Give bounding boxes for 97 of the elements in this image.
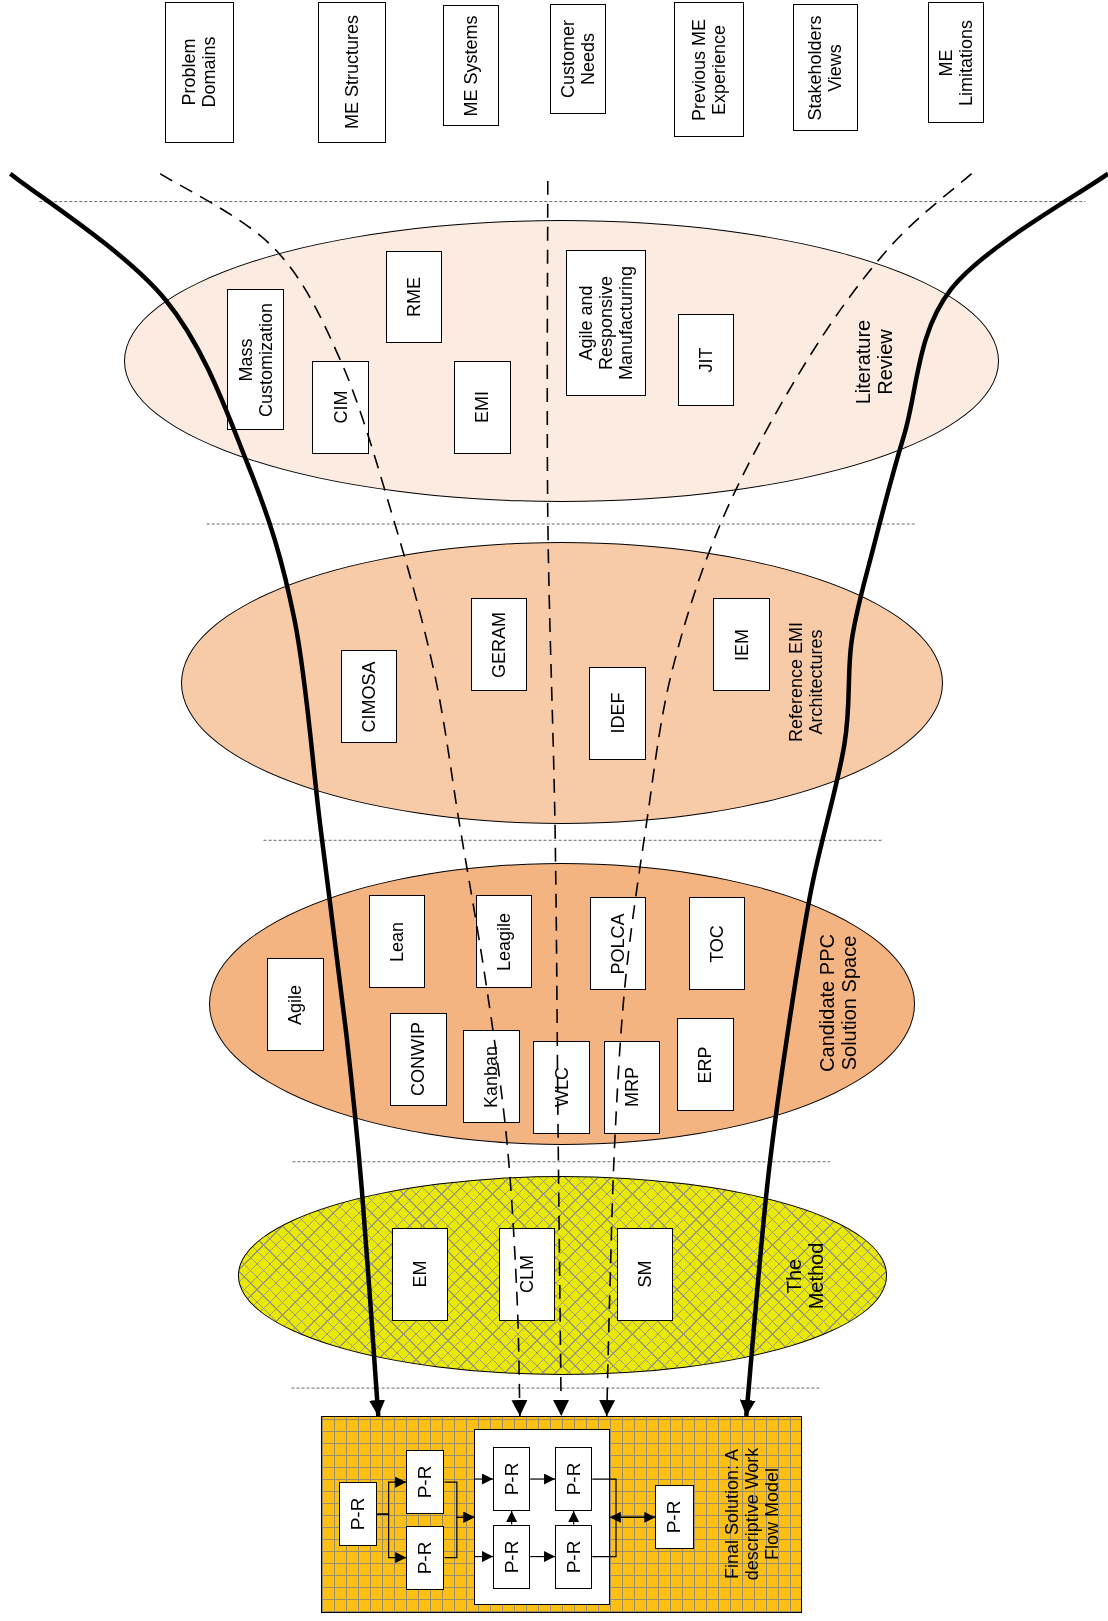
concept-box [677, 1018, 734, 1112]
concept-box [266, 958, 324, 1052]
concept-label: POLCA [608, 913, 629, 975]
concept-label: Agile and Responsive Manufacturing [575, 264, 637, 382]
arrow [8, 171, 386, 1417]
process-box [655, 1485, 694, 1550]
concept-label: GERAM [489, 611, 510, 678]
concept-box [463, 1030, 520, 1124]
concept-label: WLC [551, 1067, 572, 1108]
stage-label: The Method [782, 1242, 828, 1312]
concept-box [165, 2, 234, 143]
concept-label: Agile [285, 984, 306, 1025]
arrow [473, 1551, 494, 1563]
arrow [159, 172, 528, 1417]
process-box [555, 1447, 593, 1512]
concept-label: EM [409, 1260, 430, 1288]
concept-box [549, 4, 606, 114]
concept-box [499, 1227, 555, 1321]
process-label: P-R [414, 1541, 436, 1574]
process-label: P-R [563, 1462, 585, 1496]
concept-box [443, 5, 500, 127]
concept-label: Leagile [494, 912, 515, 971]
concept-box [369, 895, 425, 989]
concept-label: CLM [517, 1255, 538, 1294]
concept-box [617, 1227, 673, 1321]
process-box [406, 1450, 445, 1515]
concept-label: TOC [707, 924, 728, 963]
concept-label: Problem Domains [179, 35, 220, 110]
concept-label: EMI [472, 391, 493, 424]
concept-label: IDEF [607, 692, 628, 734]
stage-label: Literature Review [852, 318, 897, 406]
concept-box [590, 897, 646, 991]
concept-label: RME [403, 277, 424, 318]
concept-box [227, 289, 285, 430]
process-box [493, 1447, 531, 1512]
concept-box [312, 360, 369, 454]
concept-box [385, 251, 443, 344]
process-box [555, 1524, 593, 1589]
arrow [739, 171, 1108, 1417]
arrow [529, 1473, 556, 1485]
concept-box [689, 897, 746, 991]
process-box [339, 1482, 378, 1547]
process-label: P-R [663, 1500, 685, 1534]
concept-box [673, 2, 745, 138]
concept-box [389, 1012, 447, 1106]
arrow [443, 1511, 475, 1559]
process-label: P-R [500, 1462, 523, 1496]
stage-label: Reference EMI Architectures [786, 621, 827, 745]
concept-box [533, 1040, 591, 1134]
process-label: P-R [414, 1465, 436, 1499]
concept-label: CONWIP [408, 1022, 429, 1097]
concept-label: MRP [621, 1067, 643, 1108]
process-label: P-R [347, 1497, 369, 1531]
process-label: P-R [563, 1540, 585, 1573]
concept-label: ME Systems [461, 15, 482, 117]
process-label: P-R [500, 1540, 523, 1573]
concept-label: CIM [330, 390, 351, 424]
concept-label: Kanban [481, 1045, 502, 1108]
concept-label: Lean [386, 921, 407, 962]
concept-label: Previous ME Experience [688, 17, 730, 123]
arrow [473, 1473, 494, 1485]
concept-label: Customer Needs [557, 18, 598, 100]
concept-box [589, 666, 646, 760]
concept-label: JIT [695, 347, 716, 373]
process-box [406, 1525, 445, 1590]
concept-label: ME Structures [341, 15, 362, 130]
arrow [609, 1511, 656, 1523]
concept-label: CIMOSA [358, 661, 380, 733]
concept-box [792, 4, 858, 132]
arrow [599, 172, 973, 1417]
concept-box [453, 360, 511, 454]
concept-box [341, 650, 397, 744]
concept-box [603, 1040, 661, 1134]
panel-title: Final Solution: A descriptive Work Flow Model [722, 1446, 783, 1583]
concept-label: ERP [695, 1046, 716, 1084]
concept-label: Stakeholders Views [805, 14, 846, 122]
arrow [546, 180, 570, 1417]
concept-label: SM [634, 1260, 655, 1288]
concept-label: Mass Customization [235, 301, 276, 419]
arrow [568, 1510, 580, 1526]
concept-box [713, 598, 770, 692]
concept-box [678, 314, 734, 407]
result-panel [321, 1416, 803, 1614]
concept-box [471, 598, 528, 692]
arrow [529, 1551, 556, 1563]
arrow [376, 1513, 407, 1564]
concept-box [928, 2, 984, 123]
concept-label: ME Limitations [935, 18, 977, 108]
concept-box [566, 250, 646, 396]
concept-label: IEM [731, 628, 752, 661]
concept-box [476, 895, 533, 989]
process-group-box [474, 1429, 610, 1606]
concept-box [318, 2, 386, 143]
stage-label: Candidate PPC Solution Space [815, 932, 861, 1074]
process-box [493, 1524, 531, 1589]
arrow [506, 1510, 518, 1526]
concept-box [391, 1227, 448, 1321]
